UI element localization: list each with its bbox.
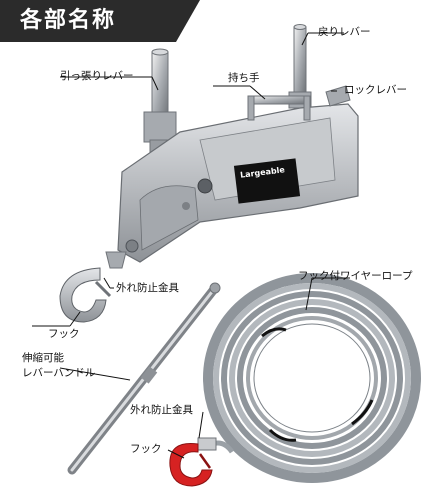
- label-latch-bottom: 外れ防止金具: [130, 404, 193, 416]
- top-hook: [59, 251, 127, 323]
- label-telescopic-handle-line1: 伸縮可能: [22, 352, 64, 364]
- label-handle: 持ち手: [228, 72, 260, 84]
- label-wire-rope-hook: フック付ワイヤーロープ: [298, 270, 413, 282]
- label-latch-top: 外れ防止金具: [116, 282, 179, 294]
- release-lever: [288, 24, 312, 109]
- label-release-lever: 戻りレバー: [318, 26, 371, 38]
- label-telescopic-handle-line2: レバーハンドル: [22, 367, 96, 379]
- brand-plate: [233, 158, 301, 204]
- telescopic-handle: [67, 282, 221, 475]
- label-hook-bottom: フック: [130, 443, 162, 455]
- leader-lines: [32, 32, 350, 459]
- title-banner: [0, 0, 200, 42]
- label-hook-top: フック: [48, 328, 80, 340]
- label-pull-lever: 引っ張りレバー: [60, 70, 134, 82]
- wire-rope-coil: [203, 273, 421, 483]
- page-title: 各部名称: [20, 8, 117, 33]
- bottom-hook: [169, 437, 235, 487]
- label-lock-lever: ロックレバー: [344, 84, 407, 96]
